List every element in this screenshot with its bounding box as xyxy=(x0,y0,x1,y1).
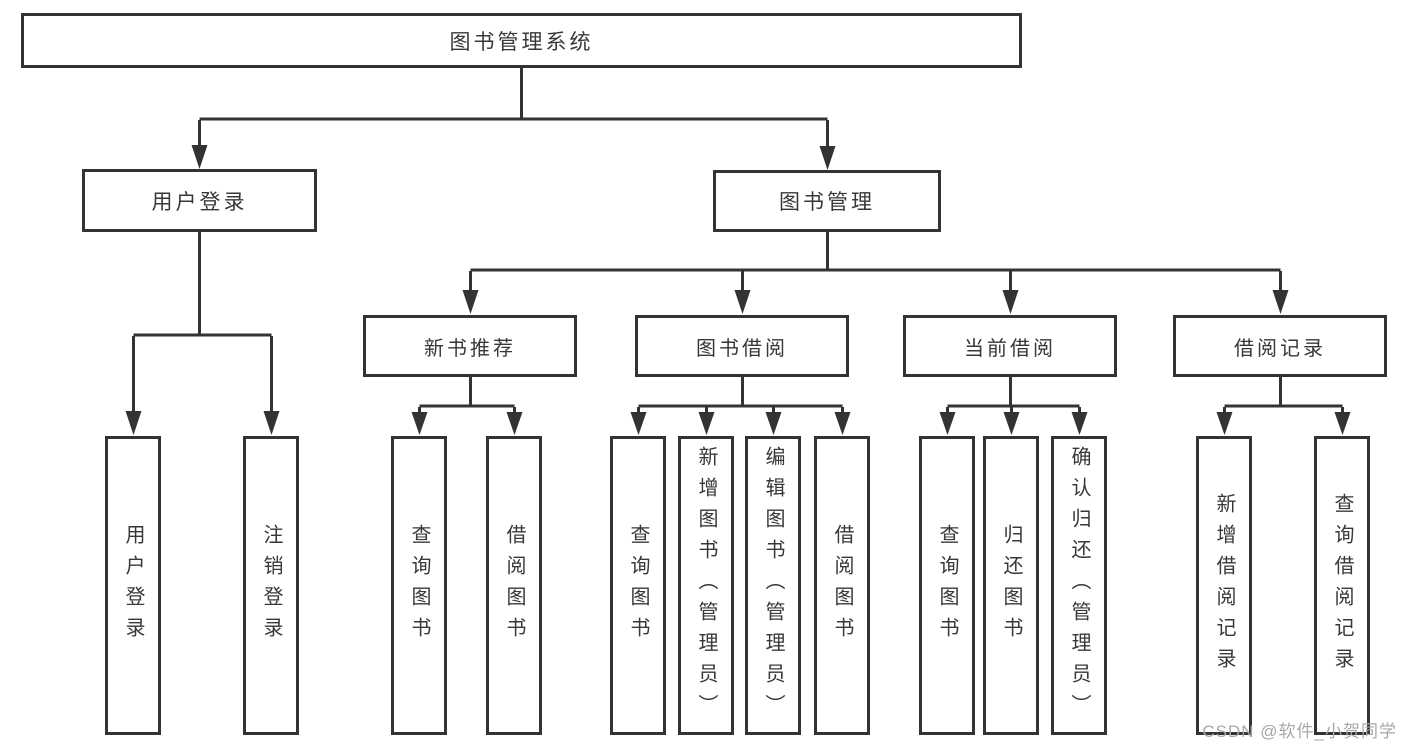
connector-book-borrow-group xyxy=(637,377,844,414)
leaf-return-book: 归还图书 xyxy=(983,436,1039,735)
arrowhead-confirm-return xyxy=(1071,412,1088,435)
arrowhead-user-login xyxy=(191,145,208,169)
leaf-label: 借阅图书 xyxy=(503,523,525,648)
node-book-management: 图书管理 xyxy=(713,170,941,232)
connector-borrow-records-group xyxy=(1223,377,1344,414)
leaf-label: 查询图书 xyxy=(627,523,649,648)
arrowhead-borrow-book-2 xyxy=(834,412,851,435)
arrowhead-borrow-book-1 xyxy=(506,412,523,435)
leaf-label: 查询借阅记录 xyxy=(1331,492,1353,679)
node-book-borrow: 图书借阅 xyxy=(635,315,849,377)
connector-new-book-recommend-group xyxy=(418,377,516,414)
arrowhead-query-book-2 xyxy=(630,412,647,435)
connector-current-borrow-group xyxy=(946,377,1081,414)
csdn-watermark: CSDN @软件_小贺同学 xyxy=(1202,722,1397,741)
leaf-add-borrow-record: 新增借阅记录 xyxy=(1196,436,1252,735)
leaf-query-book-borrow: 查询图书 xyxy=(610,436,666,735)
node-library-management-system: 图书管理系统 xyxy=(21,13,1022,68)
leaf-logout-login: 注销登录 xyxy=(243,436,299,735)
leaf-label: 确认归还（管理员） xyxy=(1068,446,1090,725)
leaf-label: 新增图书（管理员） xyxy=(695,446,717,725)
connector-book-management-group xyxy=(469,232,1282,292)
node-user-login: 用户登录 xyxy=(82,169,317,232)
leaf-label: 查询图书 xyxy=(936,523,958,648)
arrowhead-current-borrow xyxy=(1002,290,1019,314)
arrowhead-new-book-recommend xyxy=(462,290,479,314)
leaf-label: 注销登录 xyxy=(260,523,282,648)
node-new-book-recommend: 新书推荐 xyxy=(363,315,577,377)
arrowhead-add-book xyxy=(698,412,715,435)
leaf-confirm-return-admin: 确认归还（管理员） xyxy=(1051,436,1107,735)
leaf-edit-book-admin: 编辑图书（管理员） xyxy=(745,436,801,735)
leaf-label: 查询图书 xyxy=(408,523,430,648)
leaf-borrow-book-recommend: 借阅图书 xyxy=(486,436,542,735)
arrowhead-add-borrow-record xyxy=(1216,412,1233,435)
arrowhead-query-book-1 xyxy=(411,412,428,435)
leaf-borrow-book: 借阅图书 xyxy=(814,436,870,735)
leaf-label: 用户登录 xyxy=(122,523,144,648)
leaf-query-borrow-record: 查询借阅记录 xyxy=(1314,436,1370,735)
leaf-add-book-admin: 新增图书（管理员） xyxy=(678,436,734,735)
leaf-user-login: 用户登录 xyxy=(105,436,161,735)
arrowhead-leaf-user-login xyxy=(125,411,142,435)
arrowhead-leaf-logout xyxy=(263,411,280,435)
leaf-query-book-current: 查询图书 xyxy=(919,436,975,735)
leaf-label: 编辑图书（管理员） xyxy=(762,446,784,725)
leaf-label: 新增借阅记录 xyxy=(1213,492,1235,679)
arrowhead-query-book-3 xyxy=(939,412,956,435)
arrowhead-borrow-records xyxy=(1272,290,1289,314)
node-current-borrow: 当前借阅 xyxy=(903,315,1117,377)
arrowhead-book-management xyxy=(819,146,836,170)
connector-root-to-branches xyxy=(198,68,829,148)
arrowhead-book-borrow xyxy=(734,290,751,314)
leaf-query-book-recommend: 查询图书 xyxy=(391,436,447,735)
arrowhead-query-borrow-record xyxy=(1334,412,1351,435)
node-borrow-records: 借阅记录 xyxy=(1173,315,1387,377)
leaf-label: 归还图书 xyxy=(1000,523,1022,648)
arrowhead-edit-book xyxy=(765,412,782,435)
leaf-label: 借阅图书 xyxy=(831,523,853,648)
connector-user-login-group xyxy=(132,232,273,413)
arrowhead-return-book xyxy=(1003,412,1020,435)
